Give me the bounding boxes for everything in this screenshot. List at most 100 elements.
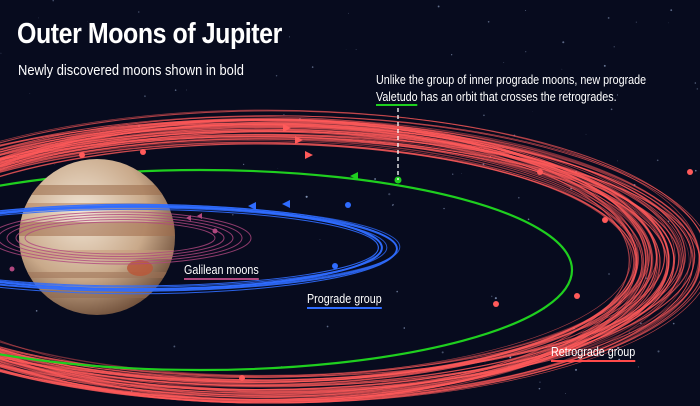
star — [561, 68, 563, 70]
star — [173, 345, 176, 348]
star — [29, 93, 31, 95]
star — [311, 66, 314, 68]
star — [232, 214, 234, 216]
star — [461, 173, 462, 174]
retrograde-orbit — [0, 136, 647, 377]
prograde-moon — [332, 263, 338, 269]
star — [144, 95, 146, 98]
direction-arrow-icon — [283, 124, 291, 132]
star — [616, 94, 618, 96]
star — [391, 204, 394, 207]
retrograde-orbits — [0, 109, 700, 404]
star — [98, 129, 100, 132]
star — [289, 36, 290, 38]
star — [242, 163, 245, 166]
page-title: Outer Moons of Jupiter — [17, 18, 282, 50]
star — [585, 133, 587, 135]
great-red-spot — [127, 260, 153, 276]
star — [186, 89, 187, 91]
retrograde-orbit — [0, 121, 657, 397]
star — [628, 331, 630, 333]
direction-arrow-icon — [197, 213, 202, 219]
star — [610, 108, 613, 111]
star — [487, 20, 490, 23]
retrograde-moon — [602, 217, 608, 223]
star — [392, 203, 394, 206]
star — [633, 183, 636, 186]
direction-arrow-icon — [305, 151, 313, 159]
star — [696, 88, 699, 90]
retrograde-orbit — [0, 135, 680, 382]
star — [345, 48, 347, 50]
prograde-moon — [345, 202, 351, 208]
star — [374, 177, 377, 180]
star — [55, 43, 57, 45]
star — [403, 327, 406, 329]
retrograde-moon — [493, 301, 499, 307]
star — [503, 62, 505, 63]
star — [668, 22, 669, 24]
retrograde-moon — [574, 293, 580, 299]
retrograde-orbit — [0, 126, 661, 399]
star — [613, 46, 615, 48]
star — [275, 75, 278, 77]
direction-arrow-icon — [295, 136, 303, 144]
star — [326, 325, 329, 328]
star — [672, 322, 675, 325]
star — [640, 322, 642, 325]
retrograde-orbit — [0, 125, 696, 387]
retrograde-moon — [79, 152, 85, 158]
retrograde-orbit — [0, 123, 643, 402]
galilean-orbit — [0, 214, 243, 262]
star — [562, 41, 565, 44]
prograde-group-label: Prograde group — [307, 292, 382, 309]
retrograde-moon — [140, 149, 146, 155]
star — [567, 95, 570, 98]
direction-arrow-icon — [248, 202, 256, 210]
retrograde-moon — [239, 375, 245, 381]
galilean-moons-label: Galilean moons — [184, 263, 259, 280]
valetudo-annotation: Unlike the group of inner prograde moons… — [376, 72, 646, 106]
star — [174, 89, 177, 91]
direction-arrow-icon — [282, 200, 290, 208]
star — [483, 114, 485, 117]
star — [607, 17, 610, 19]
annotation-line-2: has an orbit that crosses the retrograde… — [417, 90, 617, 104]
direction-arrow-icon — [186, 215, 191, 221]
star — [54, 164, 55, 165]
star — [118, 31, 120, 32]
star — [0, 52, 2, 54]
star — [283, 114, 285, 116]
star — [509, 356, 512, 359]
star — [348, 12, 350, 14]
star — [437, 5, 440, 8]
star — [538, 387, 541, 390]
star — [484, 362, 486, 364]
star — [452, 173, 454, 175]
star — [656, 159, 659, 162]
star — [319, 239, 321, 240]
prograde-orbit — [0, 204, 401, 290]
retrograde-orbit — [0, 130, 684, 380]
retrograde-orbit — [0, 120, 686, 391]
star — [35, 310, 38, 312]
star — [52, 0, 54, 2]
retrograde-orbit — [0, 142, 643, 383]
galilean-orbit — [15, 219, 225, 257]
retrograde-orbit — [0, 133, 692, 378]
star — [494, 297, 497, 300]
star — [305, 195, 308, 198]
prograde-orbit — [0, 207, 388, 288]
star — [525, 51, 527, 53]
star — [694, 169, 697, 172]
star — [396, 290, 398, 293]
star — [670, 9, 673, 12]
prograde-orbits — [0, 200, 401, 295]
star — [355, 48, 357, 50]
valetudo-highlight: Valetudo — [376, 90, 418, 106]
star — [388, 193, 391, 196]
star — [603, 64, 606, 67]
retrograde-orbit — [0, 131, 675, 393]
star — [525, 10, 527, 11]
